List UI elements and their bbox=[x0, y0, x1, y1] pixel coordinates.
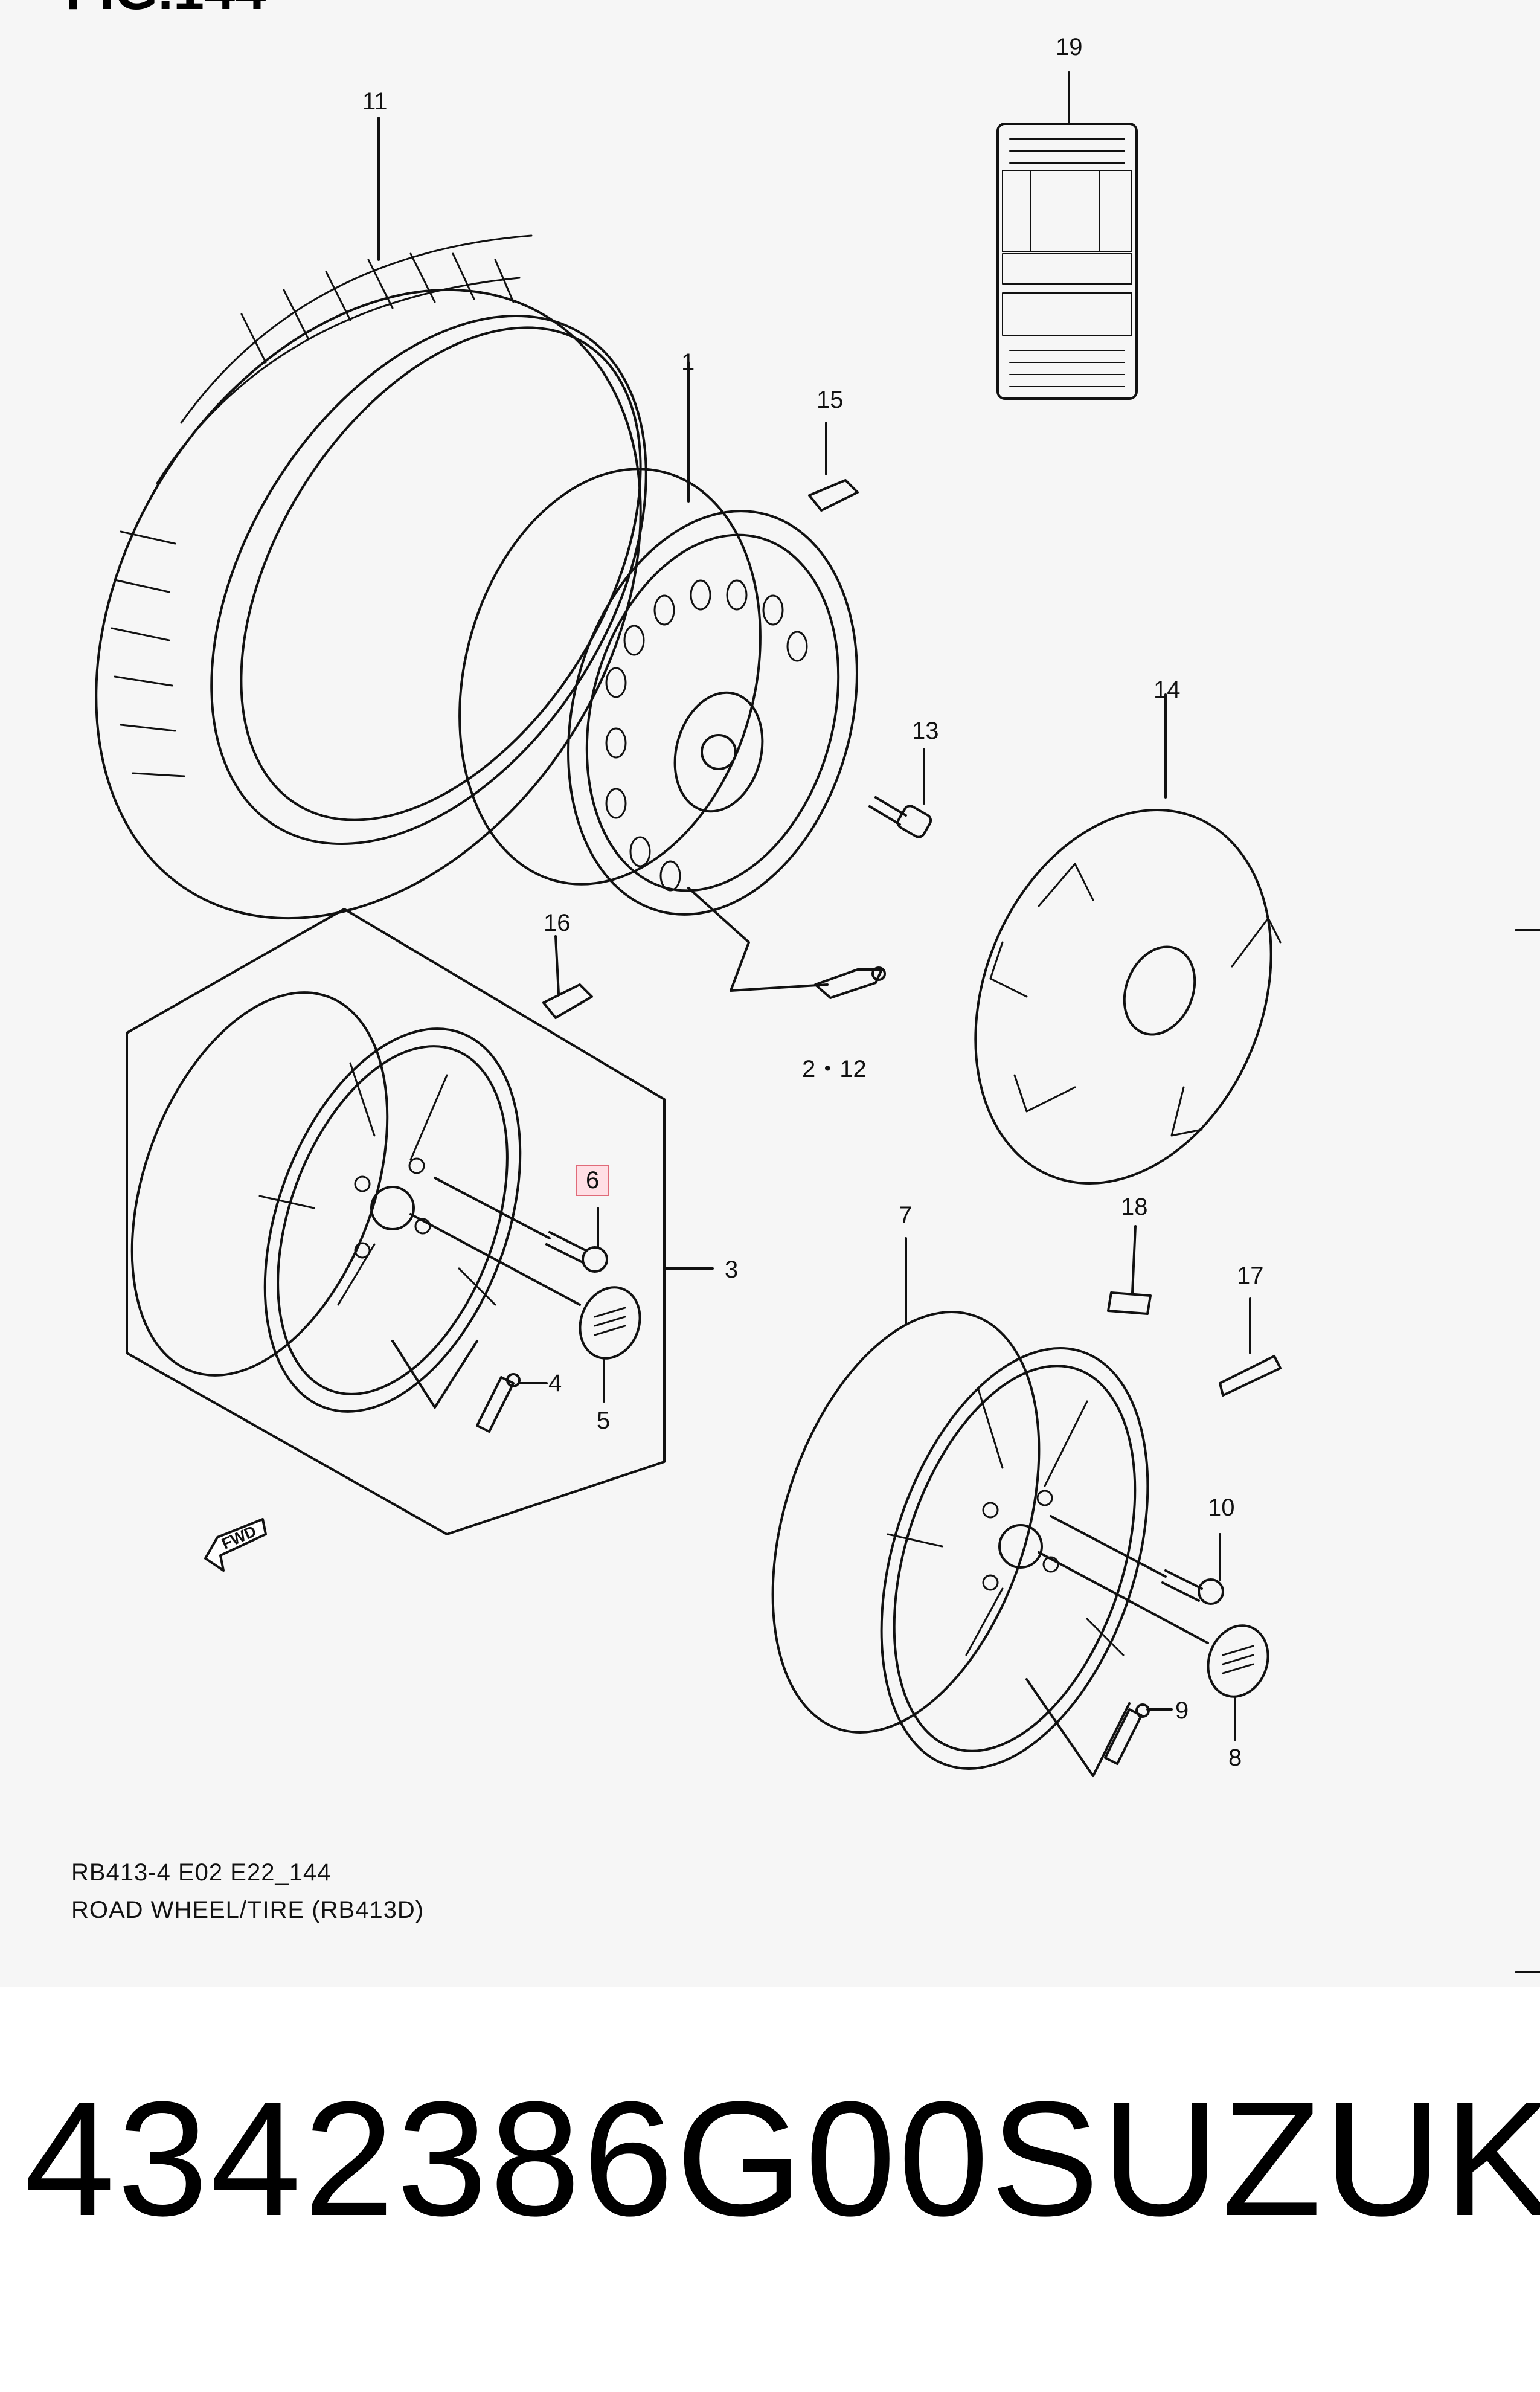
alloy-wheel-3-drawing bbox=[126, 908, 714, 1535]
callout-15: 15 bbox=[817, 387, 844, 413]
alloy-wheel-7-drawing bbox=[771, 1237, 1149, 1770]
diagram-code: RB413-4 E02 E22_144 bbox=[71, 1859, 332, 1886]
figure-title: FIG.144 bbox=[65, 0, 266, 22]
callout-13: 13 bbox=[912, 718, 939, 744]
steel-wheel-drawing bbox=[458, 468, 858, 916]
diagram-title: ROAD WHEEL/TIRE (RB413D) bbox=[71, 1897, 425, 1923]
wheel-cover-14-drawing bbox=[974, 693, 1282, 1185]
weight-17-drawing bbox=[1219, 1297, 1282, 1397]
callout-5: 5 bbox=[597, 1407, 611, 1434]
callout-17: 17 bbox=[1237, 1262, 1264, 1289]
tire-label-19-drawing bbox=[996, 71, 1138, 400]
tire-drawing bbox=[95, 234, 647, 920]
bolt-10-drawing bbox=[1050, 1515, 1224, 1605]
callout-18: 18 bbox=[1121, 1194, 1148, 1220]
callout-4: 4 bbox=[548, 1370, 562, 1397]
callout-8: 8 bbox=[1228, 1744, 1242, 1771]
callout-16: 16 bbox=[544, 910, 571, 936]
callout-3: 3 bbox=[725, 1256, 739, 1283]
valve-4-drawing bbox=[391, 1340, 548, 1433]
fwd-arrow-icon bbox=[204, 1518, 267, 1572]
cap-5-drawing bbox=[409, 1213, 641, 1403]
valve-9-drawing bbox=[1025, 1678, 1173, 1777]
parts-diagram bbox=[95, 71, 1540, 1973]
callout-9: 9 bbox=[1175, 1697, 1189, 1724]
callout-10: 10 bbox=[1208, 1494, 1235, 1521]
brand-name: SUZUKI bbox=[990, 2068, 1540, 2250]
bolt-6-drawing bbox=[434, 1177, 608, 1273]
callout-14: 14 bbox=[1153, 677, 1181, 703]
callout-2-12: 2・12 bbox=[802, 1056, 867, 1082]
weight-18-drawing bbox=[1107, 1225, 1152, 1315]
callout-7: 7 bbox=[899, 1202, 913, 1229]
weight-15-drawing bbox=[808, 422, 859, 512]
valve-2-12-drawing bbox=[814, 966, 886, 999]
weight-16-drawing bbox=[542, 935, 593, 1019]
callout-11: 11 bbox=[362, 88, 388, 115]
callout-19: 19 bbox=[1056, 34, 1083, 60]
callout-6-highlighted[interactable]: 6 bbox=[576, 1165, 609, 1196]
callout-1: 1 bbox=[681, 349, 695, 376]
lug-nut-13-drawing bbox=[868, 748, 932, 838]
cap-8-drawing bbox=[1038, 1551, 1269, 1741]
part-number: 4342386G00 bbox=[24, 2068, 992, 2250]
diagram-panel bbox=[0, 0, 1540, 1987]
leader-2-12 bbox=[687, 887, 829, 992]
